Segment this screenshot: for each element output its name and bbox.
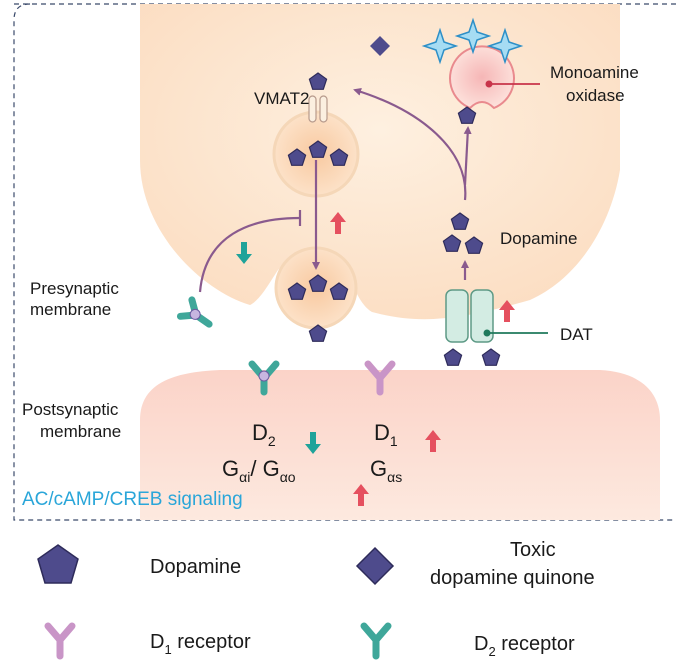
dopamine-molecule [329,282,349,300]
dopamine-molecule [481,348,501,366]
dopamine-molecule [308,324,328,342]
legend-d1-receptor-label: D1 receptor [150,631,251,657]
g-alpha-io-label: Gαi/ Gαo [222,456,296,485]
monoamine-label-2: oxidase [566,86,625,105]
legend-quinone-label-2: dopamine quinone [430,567,595,589]
dat-label: DAT [560,325,593,344]
dopamine-molecule [308,72,328,90]
dopamine-molecule [443,348,463,366]
d2-label: D2 [252,420,276,449]
d2-postsynaptic-receptor [248,360,280,396]
dopamine-molecule [308,274,328,292]
dopamine-molecules [287,72,501,366]
dopamine-molecule [329,148,349,166]
dopamine-molecule [308,140,328,158]
d1-label: D1 [374,420,398,449]
dopamine-molecule [442,234,462,252]
legend-dopamine-label: Dopamine [150,556,241,578]
dopamine-label: Dopamine [500,229,578,248]
legend: Dopamine Toxic dopamine quinone D1 recep… [37,539,595,660]
dopamine-molecule [287,282,307,300]
dat-transporter [445,289,548,343]
legend-d1-receptor-icon [44,622,76,660]
monoamine-oxidase [449,45,540,110]
legend-quinone-label-1: Toxic [510,539,556,561]
vmat2-label: VMAT2 [254,89,309,108]
quinone-stars [421,17,524,65]
legend-quinone-icon [355,546,395,586]
postsynaptic-label-2: membrane [40,422,121,441]
legend-d2-receptor-label: D2 receptor [474,633,575,659]
dopamine-molecule [457,106,477,124]
d1-postsynaptic-receptor [364,360,396,396]
presynaptic-label-2: membrane [30,300,111,319]
postsynaptic-label-1: Postsynaptic [22,400,119,419]
signaling-label: AC/cAMP/CREB signaling [22,489,243,510]
dopamine-molecule [287,148,307,166]
presynaptic-label-1: Presynaptic [30,279,119,298]
vmat2-transporter [308,95,328,123]
g-alpha-s-label: Gαs [370,456,402,485]
quinone-diamond [370,36,390,56]
legend-dopamine-icon [37,544,79,584]
pathway-arrows [198,87,472,293]
postsynaptic-terminal [140,370,660,520]
monoamine-label-1: Monoamine [550,63,639,82]
decrease-arrows [236,242,321,454]
dopamine-molecule [450,212,470,230]
legend-d2-receptor-icon [360,622,392,660]
d2-autoreceptor [176,296,213,328]
dopamine-molecule [464,236,484,254]
increase-arrows [330,212,515,506]
